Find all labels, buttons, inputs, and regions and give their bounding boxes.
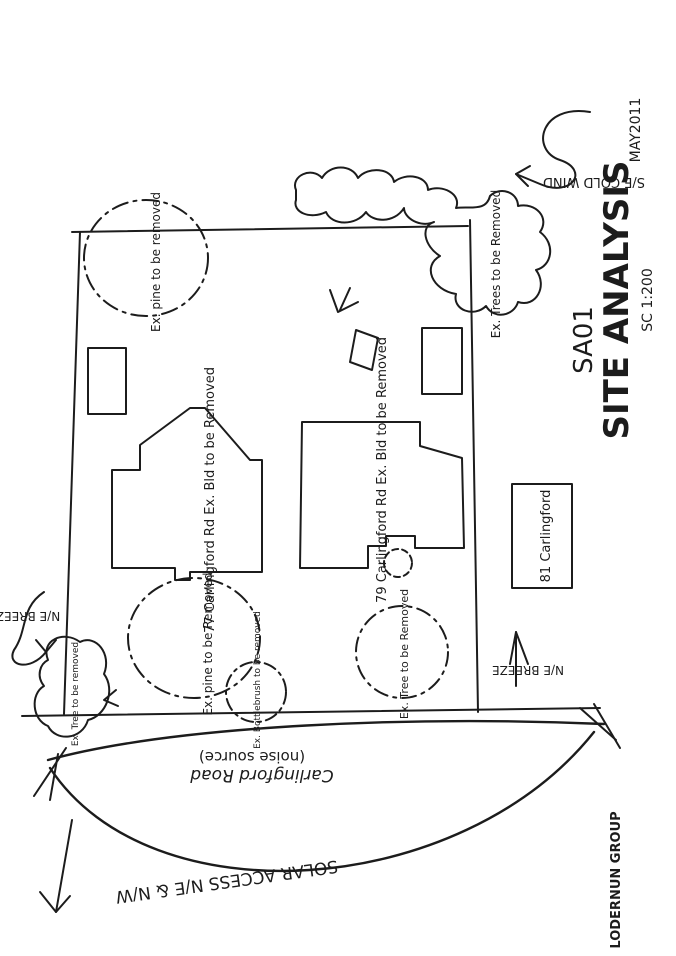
shed-left [87,347,127,415]
scale-label: SC 1:200 [640,268,656,331]
tree-bottlebrush [225,661,287,723]
tree-corner [33,635,111,738]
breeze-south-label: N/E BREEZE [492,663,564,677]
pine-top-label: Ex. pine to be removed [149,192,163,332]
tree-pine-bottom [127,577,261,699]
shed-right [421,327,463,395]
tree-front-label: Ex. Tree to be Removed [398,589,411,719]
house-77-label: 77 Carlingford Rd Ex. Bld to be Removed [203,367,218,633]
breeze-west-label: N/E BREEZ [0,609,60,623]
arrow-solar [39,819,73,913]
house-79-label: 79 Carlingford Rd Ex. Bld to be Removed [375,337,390,603]
date-label: MAY2011 [628,98,644,163]
trees-right-label: Ex. Trees to be Removed [489,190,503,338]
pine-bottom-label: Ex. pine to be Removed [201,572,215,715]
tree-group-right [294,166,551,316]
tree-corner-label: Ex. Tree to be removed [71,642,81,746]
drawing-title: SITE ANALYSIS [597,160,637,439]
house-81-label: 81 Carlingford [539,490,554,583]
drawing-number: SA01 [569,306,599,374]
tree-small [383,548,413,578]
firm-label: LODERNUN GROUP [609,811,624,948]
house-79-footprint [299,421,465,569]
outbuilding-small [349,329,379,371]
arrow-north [329,287,359,313]
tree-pine-top [83,199,209,317]
bottlebrush-label: Ex. Bottlebrush to be removed [253,611,263,749]
road-arc [33,703,621,873]
tree-front [355,605,449,699]
arrow-pine [103,689,119,707]
site-boundary [21,219,601,717]
wind-arrow-cold [515,110,591,189]
house-81-footprint [511,483,573,589]
house-77-footprint [111,407,263,581]
road-note-label: (noise source) [199,748,305,766]
wind-arrow-breeze-south [509,631,529,687]
cold-wind-label: S/E COLD WIND [543,174,645,189]
solar-access-label: SOLAR ACCESS N/E & N/W [114,855,339,906]
road-name-label: Carlingford Road [190,765,333,785]
wind-arrow-breeze-west [11,591,57,666]
